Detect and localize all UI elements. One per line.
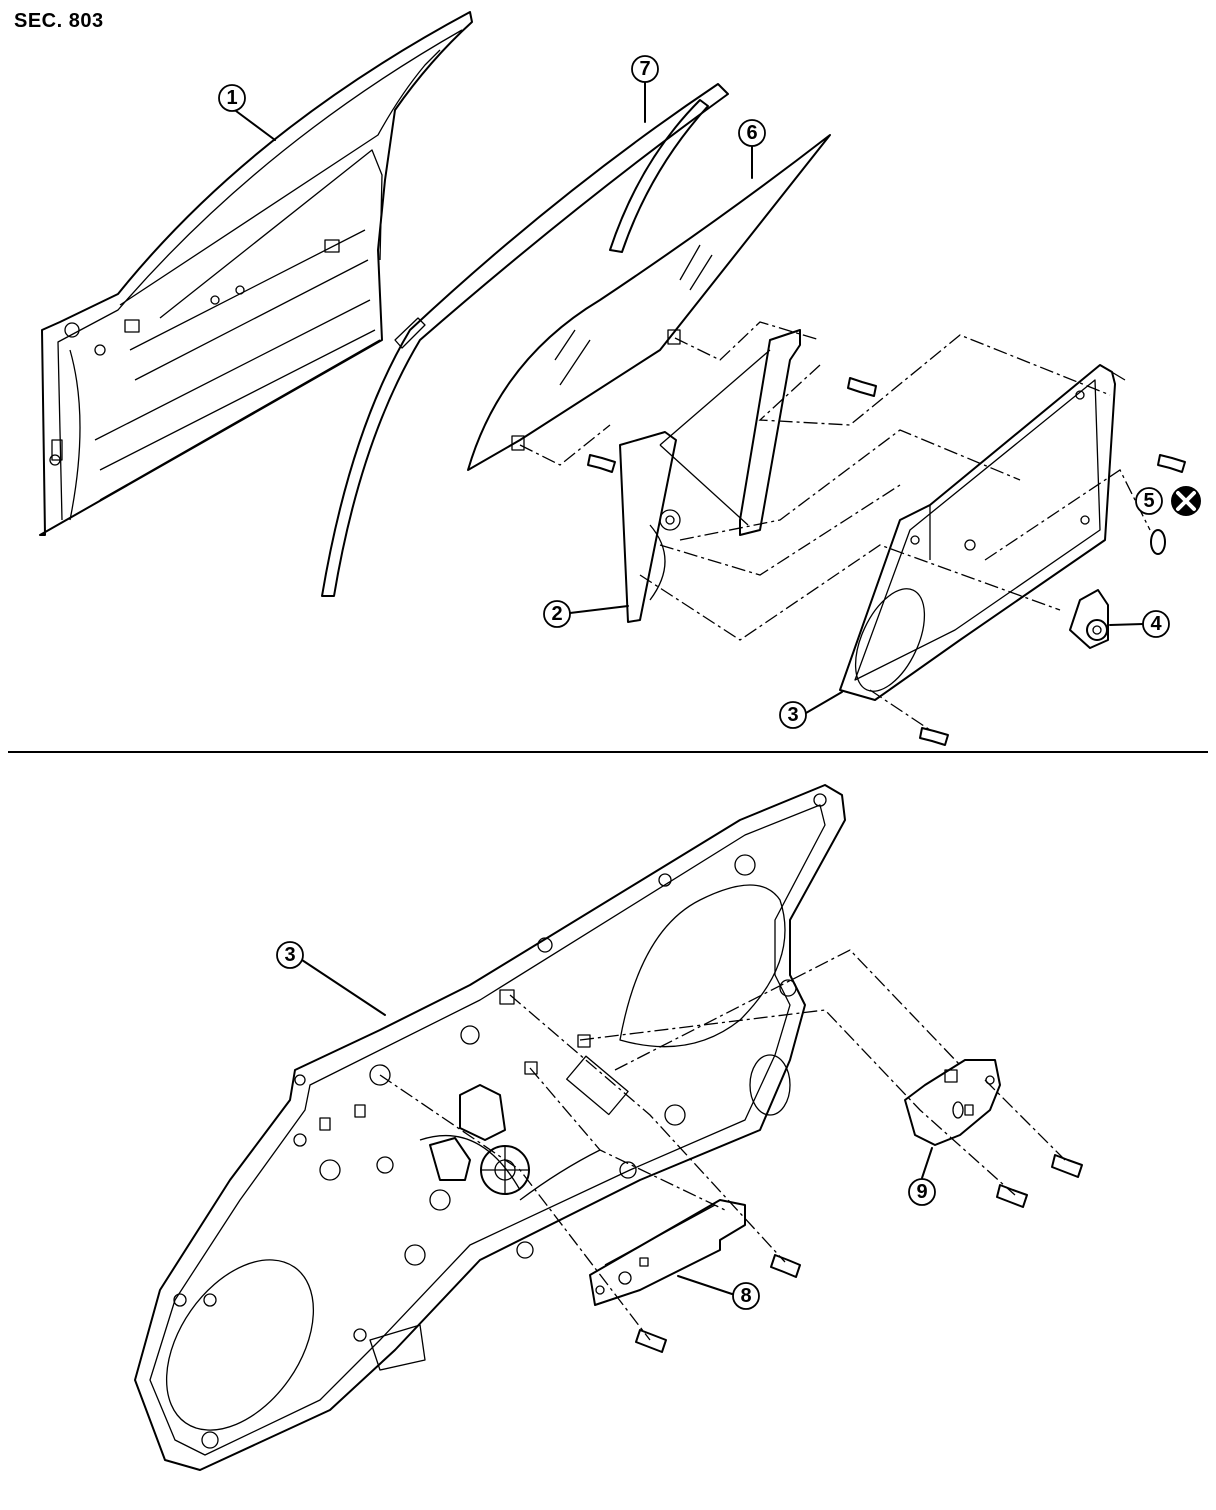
svg-text:3: 3 (284, 944, 295, 966)
leader-1 (231, 107, 276, 141)
assembly-lines-bottom (379, 949, 1066, 1341)
leader-8 (677, 1275, 733, 1295)
svg-text:1: 1 (226, 87, 237, 109)
svg-text:4: 4 (1150, 613, 1162, 635)
svg-text:7: 7 (639, 58, 650, 80)
plug-seal (1150, 529, 1166, 555)
svg-text:6: 6 (746, 122, 757, 144)
leader-3-bottom (301, 959, 386, 1016)
svg-text:9: 9 (916, 1181, 927, 1203)
svg-text:8: 8 (740, 1285, 751, 1307)
bolts-top (587, 377, 1186, 746)
module-panel-top (839, 364, 1126, 701)
leader-3-top (805, 691, 843, 714)
assembly-lines-top (519, 321, 1151, 731)
callout-9: 9 (908, 1178, 936, 1206)
svg-text:3: 3 (787, 704, 798, 726)
leader-2 (569, 605, 629, 614)
glass-run-sash (321, 83, 729, 597)
upper-bracket (904, 1059, 1001, 1146)
callout-8: 8 (732, 1282, 760, 1310)
section-label: SEC. 803 (14, 10, 104, 32)
callout-3-bottom: 3 (276, 941, 304, 969)
x-circle-icon (1171, 486, 1201, 516)
bolts-bottom (635, 1154, 1083, 1353)
callout-1: 1 (218, 84, 246, 112)
svg-text:2: 2 (551, 603, 562, 625)
regulator-motor (1069, 589, 1109, 649)
callout-2: 2 (543, 600, 571, 628)
module-panel-bottom (134, 784, 846, 1471)
door-glass (467, 134, 831, 471)
svg-text:5: 5 (1143, 490, 1154, 512)
door-shell (39, 11, 473, 536)
callout-4: 4 (1142, 610, 1170, 638)
callout-7: 7 (631, 55, 659, 83)
callout-3-top: 3 (779, 701, 807, 729)
leader-4 (1109, 623, 1144, 626)
callout-6: 6 (738, 119, 766, 147)
leader-9 (921, 1147, 933, 1179)
lower-bracket (589, 1199, 746, 1306)
window-regulator (619, 329, 801, 623)
callout-5: 5 (1135, 487, 1163, 515)
